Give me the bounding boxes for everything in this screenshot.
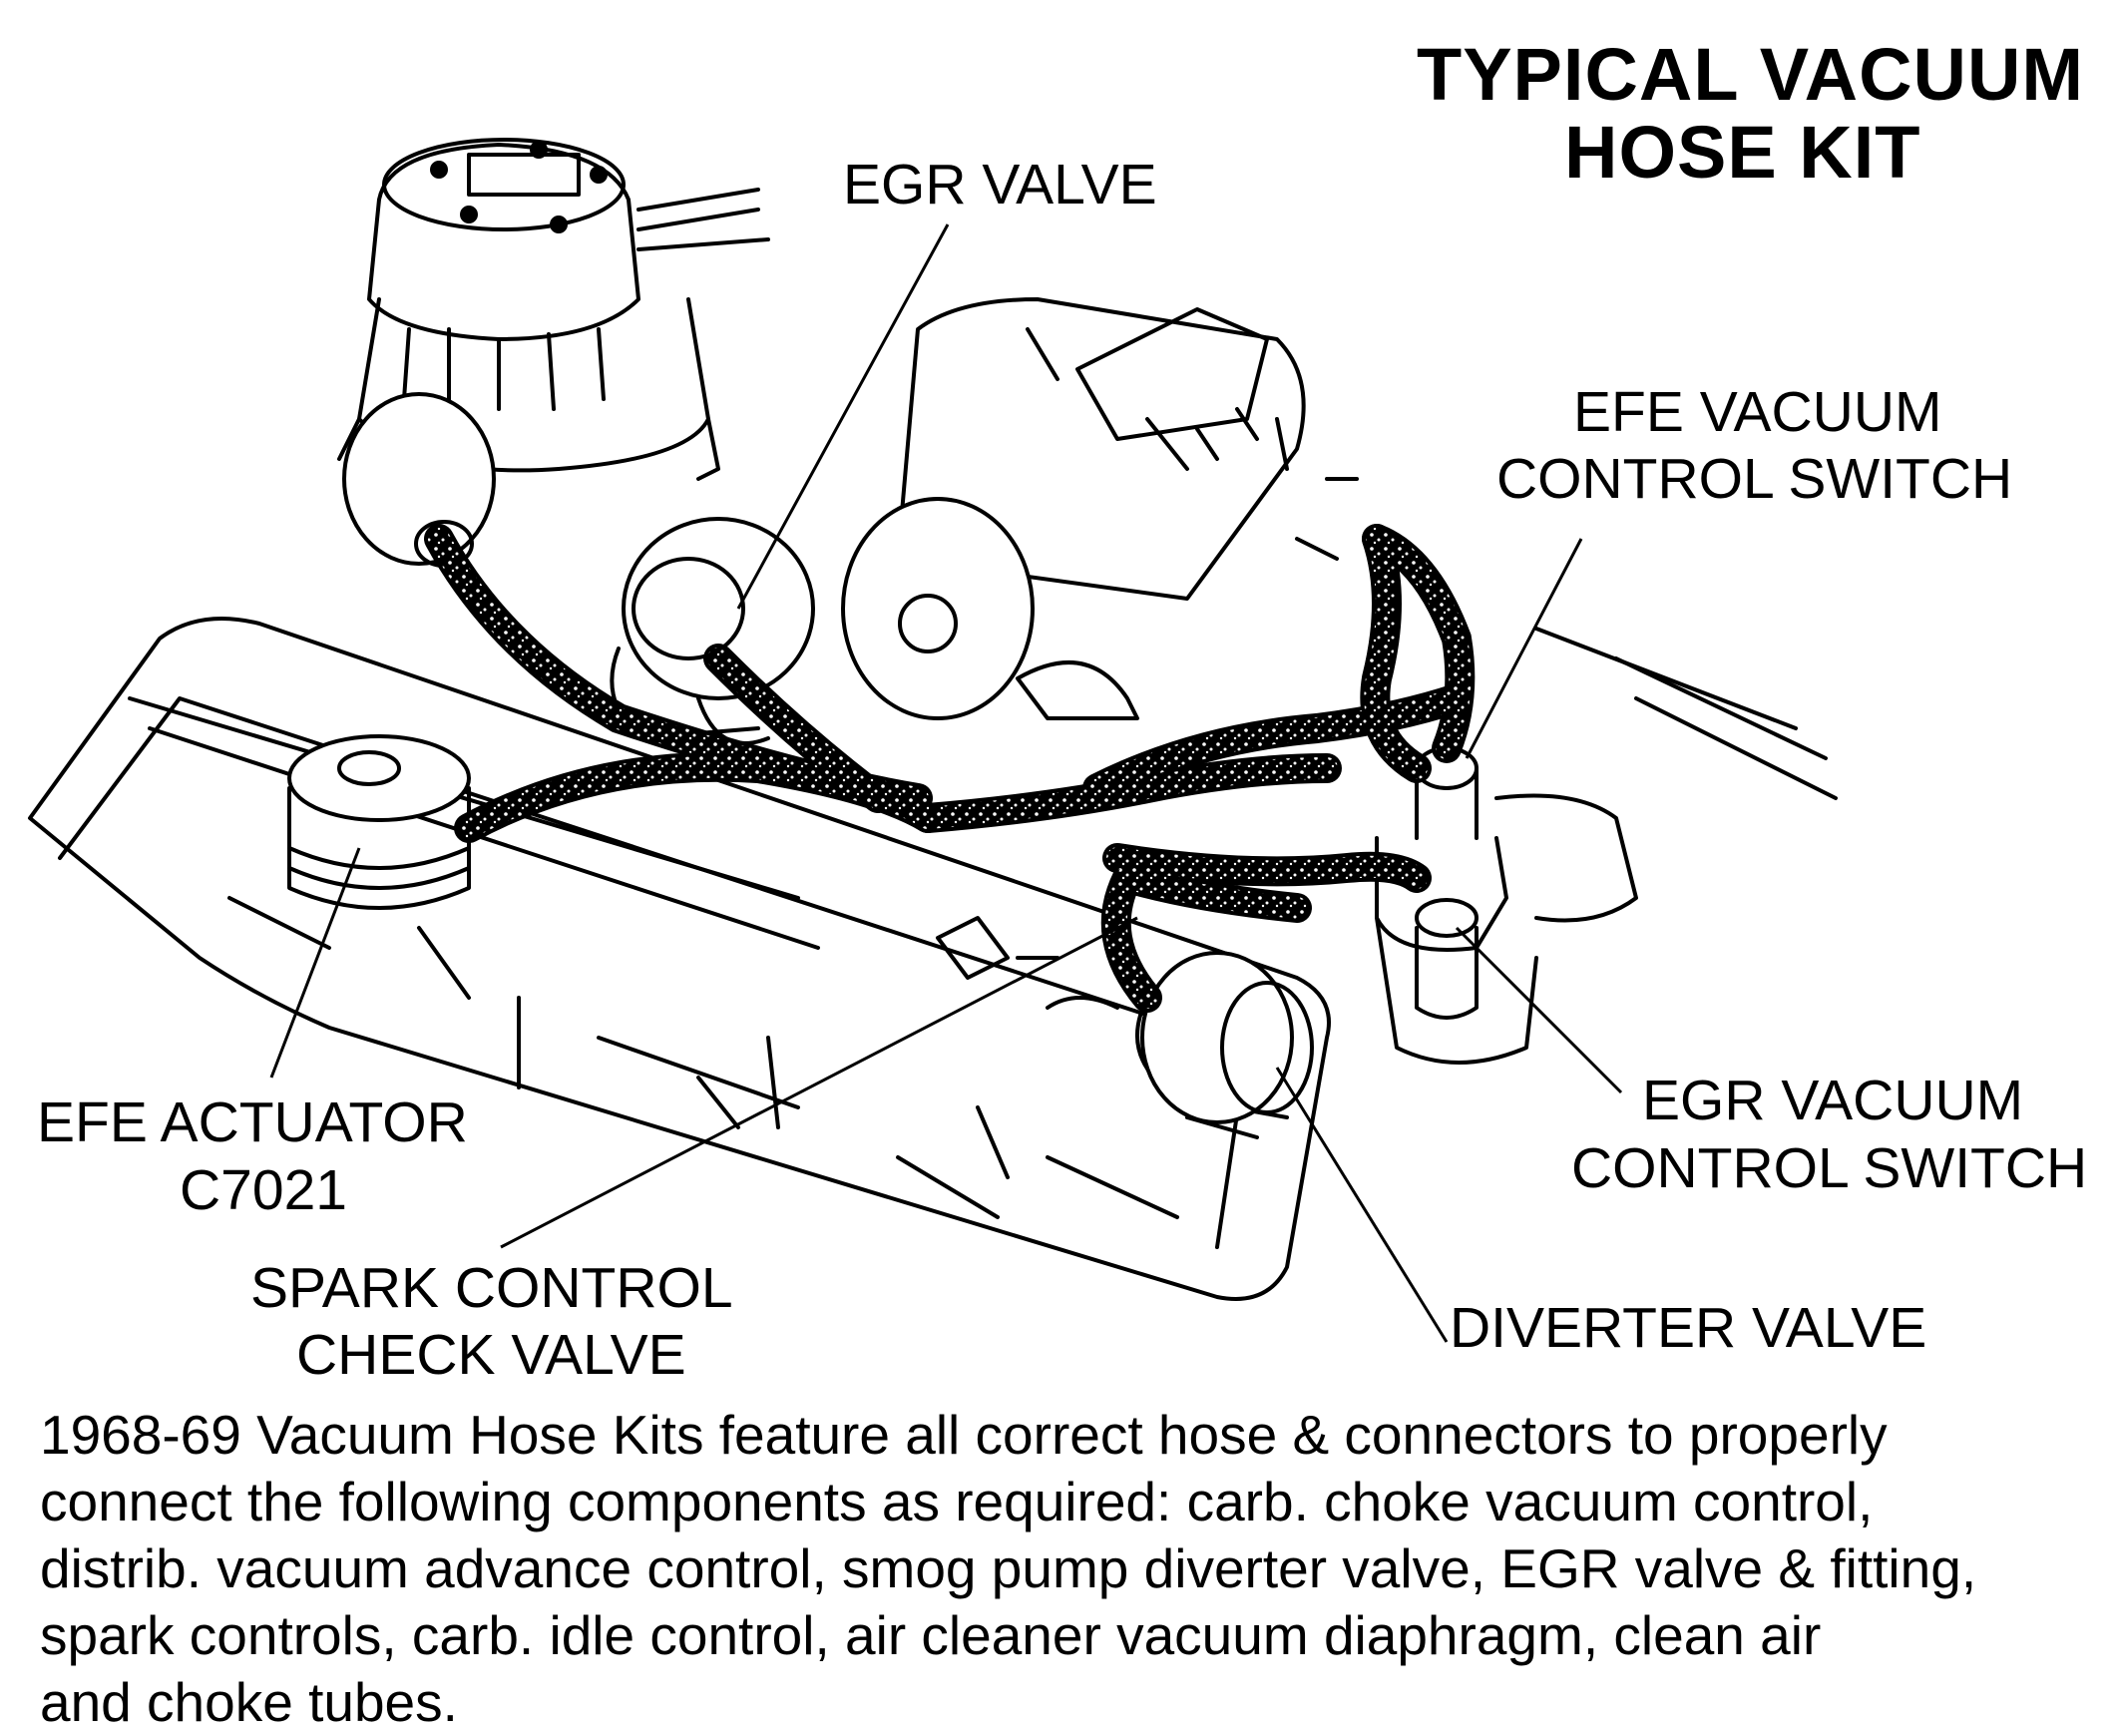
label-egr-vacuum-line-1: EGR VACUUM	[1642, 1069, 2024, 1132]
leader-egr-switch	[1455, 926, 1623, 1094]
leader-egr-valve	[736, 223, 950, 610]
caption-line: spark controls, carb. idle control, air …	[40, 1604, 1822, 1666]
caption: 1968-69 Vacuum Hose Kits feature all cor…	[40, 1402, 2095, 1736]
egr-switch-part	[1415, 898, 1479, 1020]
label-diverter-valve: DIVERTER VALVE	[1450, 1296, 1927, 1360]
label-egr-valve: EGR VALVE	[843, 153, 1157, 217]
valve-cover	[28, 617, 1331, 1301]
label-efe-vacuum-line-2: CONTROL SWITCH	[1496, 447, 2013, 511]
label-egr-vacuum-line-2: CONTROL SWITCH	[1571, 1136, 2088, 1200]
efe-actuator-part	[287, 734, 471, 910]
vacuum-advance	[342, 392, 496, 568]
diverter-valve-part	[1046, 951, 1314, 1124]
leader-efe-switch	[1465, 538, 1583, 759]
caption-line: 1968-69 Vacuum Hose Kits feature all cor…	[40, 1404, 1888, 1466]
title-line-2: HOSE KIT	[1564, 111, 1921, 194]
label-spark-control-line-1: SPARK CONTROL	[250, 1256, 733, 1320]
spark-check-valve-part	[936, 916, 1059, 980]
leader-spark-check	[500, 916, 1138, 1249]
label-efe-vacuum-line-1: EFE VACUUM	[1573, 380, 1942, 444]
label-spark-control-line-2: CHECK VALVE	[296, 1323, 686, 1387]
carburetor	[841, 297, 1359, 720]
title-line-1: TYPICAL VACUUM	[1417, 33, 2085, 116]
distributor	[337, 138, 770, 481]
caption-line: and choke tubes.	[40, 1671, 458, 1733]
caption-line: distrib. vacuum advance control, smog pu…	[40, 1537, 1977, 1599]
leader-efe-actuator	[269, 847, 361, 1079]
vacuum-hoses	[424, 524, 1476, 1013]
leader-diverter	[1275, 1067, 1449, 1343]
caption-line: connect the following components as requ…	[40, 1471, 1874, 1532]
label-efe-actuator-line-2: C7021	[180, 1158, 347, 1222]
label-efe-actuator-line-1: EFE ACTUATOR	[37, 1090, 468, 1154]
leader-lines	[269, 223, 1623, 1343]
